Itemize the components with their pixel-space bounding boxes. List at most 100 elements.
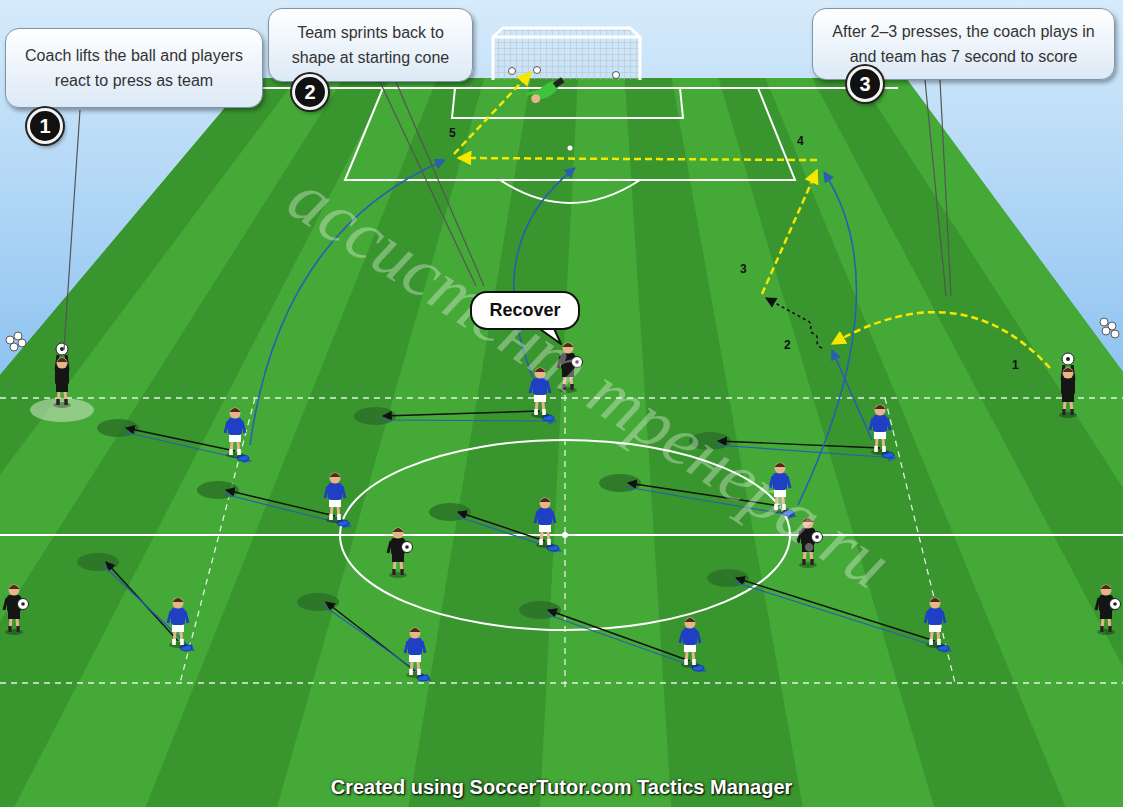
coach-figure <box>1101 585 1112 589</box>
goalkeeper <box>553 77 565 88</box>
player-figure <box>422 641 425 653</box>
goal <box>534 67 541 74</box>
player-figure <box>329 514 333 520</box>
player-figure <box>535 511 538 523</box>
ball-pile <box>18 339 26 347</box>
dribble-line <box>766 298 822 348</box>
player-figure <box>930 598 941 602</box>
player-figure <box>542 409 546 415</box>
press-arrow <box>458 512 545 541</box>
coach-figure <box>1100 611 1112 619</box>
recovery-arrow <box>324 606 431 681</box>
callout-box: Coach lifts the ball and players react t… <box>5 28 263 108</box>
player-figure <box>540 498 551 509</box>
player-figure <box>230 408 241 412</box>
coach-figure <box>1100 626 1104 632</box>
goal <box>613 72 620 79</box>
pass-number: 3 <box>740 262 747 276</box>
coach-figure <box>388 528 413 579</box>
coach-figure <box>1059 412 1077 418</box>
zone-lines <box>564 395 565 690</box>
ball-pile <box>1100 318 1108 326</box>
recovery-arrow <box>124 432 251 461</box>
player-figure <box>174 631 175 645</box>
pitch-lines <box>452 88 683 118</box>
speech-bubble: Recover <box>470 291 580 330</box>
player-figure <box>684 659 688 665</box>
ball-pile <box>10 343 18 351</box>
coach-figure <box>1096 585 1121 636</box>
leader-lines <box>925 80 946 296</box>
player-figure <box>325 486 328 498</box>
coach-figure <box>400 569 404 575</box>
player-figure <box>870 418 873 430</box>
player-figure <box>229 434 241 442</box>
node-text: 1 <box>39 115 50 138</box>
coach-figure <box>1102 618 1103 632</box>
coach-figure <box>8 611 20 619</box>
pass-number: 1 <box>1012 358 1019 372</box>
player-figure <box>168 598 188 649</box>
press-arrow <box>383 411 540 416</box>
player-figure <box>173 598 184 609</box>
goalkeeper <box>526 72 566 106</box>
player-figure <box>887 418 890 430</box>
node-text: Recover <box>489 300 560 321</box>
target-spot <box>77 553 119 571</box>
pass-number: 4 <box>797 134 804 148</box>
coach-figure <box>1096 598 1099 610</box>
player-figure <box>535 498 555 549</box>
player-figure <box>410 628 421 639</box>
coach-figure <box>56 384 68 392</box>
run-lines <box>832 350 872 440</box>
player-figure <box>536 401 537 415</box>
player-figure <box>185 611 188 623</box>
node-text: Team sprints back to shape at starting c… <box>281 20 460 70</box>
target-spot <box>599 474 641 492</box>
coach-figure <box>4 598 7 610</box>
pitch-stripes <box>0 78 1123 807</box>
player-figure <box>680 631 683 643</box>
player-figure <box>686 651 687 665</box>
player-figure <box>547 539 551 545</box>
player-figure <box>226 452 244 458</box>
player-figure <box>697 631 700 643</box>
coach-figure <box>56 343 68 355</box>
player-figure <box>931 631 932 645</box>
zone-lines <box>0 395 1123 690</box>
coach-figure <box>64 399 68 405</box>
player-figure <box>228 418 242 435</box>
player-figure <box>875 405 886 416</box>
player-figure <box>685 618 696 629</box>
coach-figure <box>53 343 71 408</box>
player-figure <box>937 639 941 645</box>
node-text: Coach lifts the ball and players react t… <box>18 43 250 93</box>
player-figure <box>168 611 171 623</box>
zone-lines <box>180 398 255 683</box>
coach-figure <box>5 629 23 635</box>
goal <box>493 28 640 80</box>
player-figure <box>539 524 551 532</box>
player-figure <box>548 531 549 545</box>
node-text: 3 <box>859 73 870 96</box>
player-figure <box>237 449 241 455</box>
coach-figure <box>389 572 407 578</box>
player-figure <box>325 473 345 524</box>
player-figure <box>536 542 554 548</box>
coach-figure <box>60 347 64 351</box>
player-figure <box>417 669 421 675</box>
press-arrow <box>126 428 235 451</box>
player-figure <box>242 421 245 433</box>
player-figure <box>539 539 543 545</box>
coach-figure <box>18 599 29 610</box>
coach-figure <box>1066 357 1070 361</box>
pass-lines <box>454 72 531 154</box>
coach-figure <box>16 626 20 632</box>
run-lines <box>798 172 856 505</box>
player-figure <box>408 638 422 655</box>
pitch-lines <box>258 87 898 89</box>
ball-pile <box>1102 327 1110 335</box>
player-figure <box>229 449 233 455</box>
coach-figure <box>57 358 68 362</box>
